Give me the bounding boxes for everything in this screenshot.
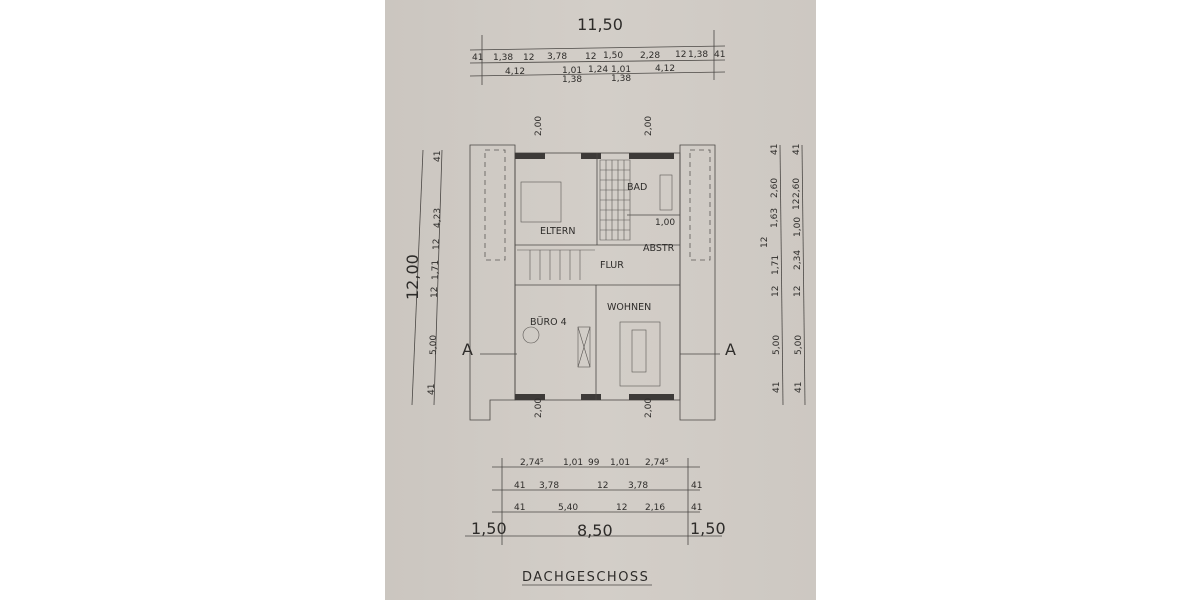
dim: 41 — [794, 382, 804, 393]
dim-overhang: 2,00 — [534, 398, 544, 418]
dim: 41 — [714, 50, 725, 60]
dim: 41 — [514, 503, 525, 513]
room-flur: FLUR — [600, 260, 624, 271]
dim: 12 — [430, 287, 440, 298]
dim: 12 — [675, 50, 686, 60]
dim: 3,78 — [539, 481, 559, 491]
plan-title: DACHGESCHOSS — [522, 570, 649, 585]
dim-overhang: 2,00 — [644, 116, 654, 136]
section-marker-right: A — [725, 340, 736, 359]
room-eltern: ELTERN — [540, 226, 576, 237]
dim: 2,74⁵ — [520, 458, 544, 468]
dim-overhang: 2,00 — [534, 116, 544, 136]
dim: 1,01 — [610, 458, 630, 468]
dim-overhang: 2,00 — [644, 398, 654, 418]
dim: 2,60 — [770, 178, 780, 198]
dim: 1,01 — [563, 458, 583, 468]
dim: 12 — [585, 52, 596, 62]
section-marker-left: A — [462, 340, 473, 359]
right-dimensions: 41 2,60 1,63 12 1,71 12 5,00 41 41 2,60 … — [760, 144, 806, 406]
dim: 1,38 — [688, 50, 708, 60]
room-wohnen: WOHNEN — [607, 302, 651, 313]
dim: 1,01 — [562, 66, 582, 76]
dim: 41 — [770, 144, 780, 155]
dim: 1,50 — [603, 51, 623, 61]
dim: 1,38 — [493, 53, 513, 63]
dim: 2,60 — [792, 178, 802, 198]
building-outline: A A 2,00 2,00 2,00 2,00 — [462, 116, 736, 421]
dim: 1,71 — [431, 260, 441, 280]
dim: 12 — [760, 237, 770, 248]
dim: 5,00 — [794, 335, 804, 355]
dim: 12 — [432, 239, 442, 250]
dim: 4,12 — [655, 64, 675, 74]
dim: 1,24 — [588, 65, 608, 75]
dim: 4,23 — [433, 208, 443, 228]
room-buero: BÜRO 4 — [530, 317, 567, 328]
dim: 12 — [792, 199, 802, 210]
dim: 3,78 — [547, 52, 567, 62]
dim: 1,38 — [611, 74, 631, 84]
dim: 5,00 — [772, 335, 782, 355]
dim: 2,74⁵ — [645, 458, 669, 468]
dim-top-total: 11,50 — [577, 15, 623, 34]
room-abstr: ABSTR — [643, 243, 675, 254]
dim: 3,78 — [628, 481, 648, 491]
plan-paper — [385, 0, 816, 600]
dim: 5,00 — [429, 335, 439, 355]
dim: 12 — [523, 53, 534, 63]
dim: 2,28 — [640, 51, 660, 61]
room-labels: ELTERN BAD 1,00 ABSTR FLUR WOHNEN BÜRO 4 — [530, 182, 675, 328]
dim: 12 — [597, 481, 608, 491]
dim: 41 — [772, 382, 782, 393]
dim: 4,12 — [505, 67, 525, 77]
left-dimensions: 12,00 41 4,23 12 1,71 12 5,00 41 — [403, 149, 443, 406]
dim: 2,16 — [645, 503, 665, 513]
dim: 1,71 — [771, 255, 781, 275]
dim: 1,00 — [793, 217, 803, 237]
bad-width: 1,00 — [655, 218, 675, 228]
bottom-dimensions: 2,74⁵ 1,01 99 1,01 2,74⁵ 41 3,78 12 3,78… — [465, 458, 726, 545]
top-dimensions: 11,50 41 1,38 12 3,78 12 1,50 2,28 12 1,… — [469, 15, 725, 85]
dim: 1,50 — [690, 519, 726, 538]
dim: 1,38 — [562, 75, 582, 85]
dim: 41 — [472, 53, 483, 63]
dim: 1,50 — [471, 519, 507, 538]
dim: 41 — [691, 503, 702, 513]
dim: 1,63 — [770, 208, 780, 228]
dim-left-total: 12,00 — [403, 254, 422, 300]
room-bad: BAD — [627, 182, 647, 193]
dim: 41 — [427, 384, 437, 395]
dim: 12 — [616, 503, 627, 513]
dim: 41 — [792, 144, 802, 155]
dim: 41 — [514, 481, 525, 491]
dim: 41 — [691, 481, 702, 491]
dim: 99 — [588, 458, 600, 468]
dim: 12 — [793, 286, 803, 297]
dim: 12 — [771, 286, 781, 297]
dim: 1,01 — [611, 65, 631, 75]
dim: 5,40 — [558, 503, 578, 513]
dim: 2,34 — [793, 250, 803, 270]
dim-bottom-total: 8,50 — [577, 521, 613, 540]
dim: 41 — [433, 151, 443, 162]
